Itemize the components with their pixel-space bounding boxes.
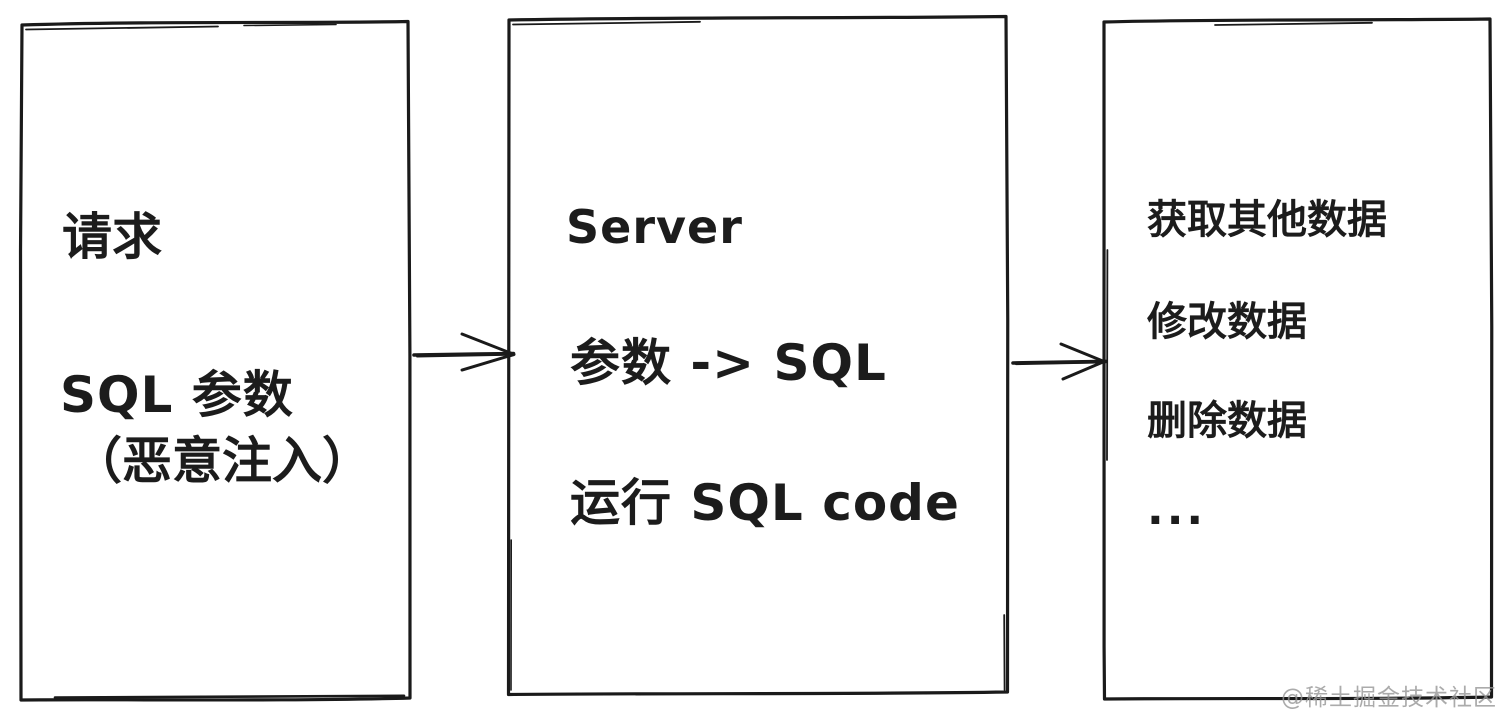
- arrow-right-icon: [1011, 342, 1108, 381]
- arrow-right-icon: [412, 332, 516, 372]
- data-box-line-delete-data: 删除数据: [1147, 398, 1307, 444]
- server-box-line-run-sql-code: 运行 SQL code: [570, 474, 960, 532]
- request-box-line-sql-params: SQL 参数: [60, 366, 294, 424]
- server-box-line-server: Server: [566, 200, 743, 254]
- server-box-outline: [506, 14, 1010, 697]
- request-box-line-malicious-injection: （恶意注入）: [72, 432, 372, 490]
- watermark: @稀土掘金技术社区: [1281, 685, 1497, 711]
- request-box-line-request: 请求: [62, 208, 162, 266]
- server-box-line-param-to-sql: 参数 -> SQL: [570, 334, 887, 392]
- data-box-line-fetch-other-data: 获取其他数据: [1147, 197, 1387, 243]
- request-box-outline: [18, 19, 412, 702]
- data-box-outline: [1101, 17, 1494, 701]
- data-box-line-ellipsis: ...: [1147, 484, 1207, 535]
- data-box-line-modify-data: 修改数据: [1147, 299, 1307, 345]
